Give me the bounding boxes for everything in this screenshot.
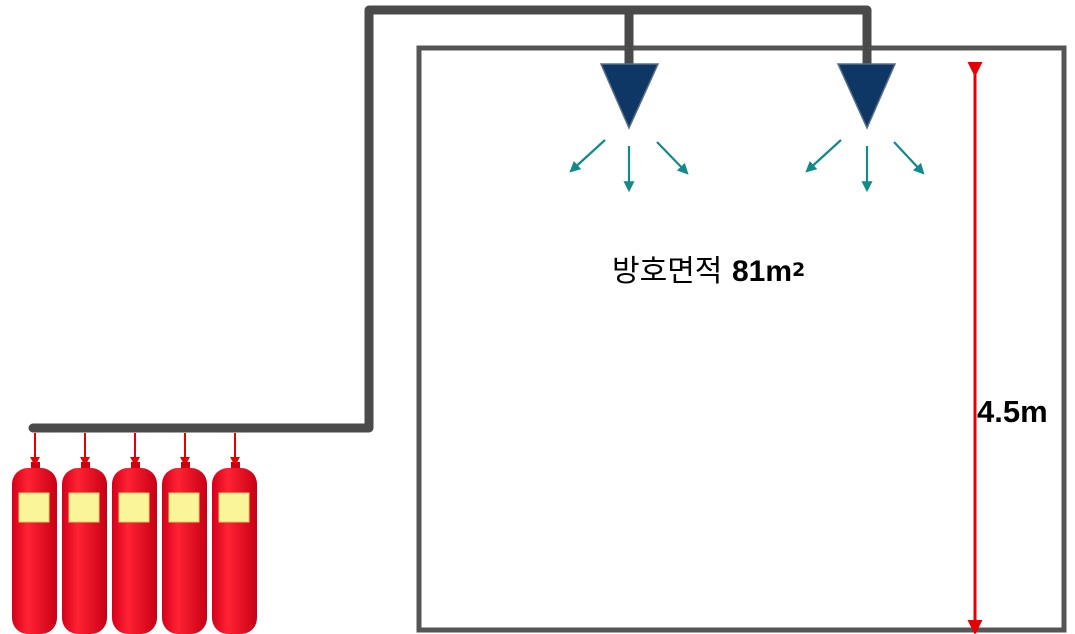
spray-arrow-icon	[805, 139, 842, 173]
gas-cylinder-icon	[212, 433, 257, 634]
area-label-prefix: 방호면적	[612, 254, 723, 289]
nozzle-icon	[599, 63, 660, 130]
area-value: 81m	[731, 255, 792, 288]
area-superscript: 2	[792, 259, 806, 281]
gas-cylinder-icon	[112, 433, 157, 634]
room-height-label: 4.5m	[977, 394, 1048, 429]
pipe-network	[28, 5, 872, 433]
main-pipe	[28, 5, 872, 433]
nozzle-icon	[836, 63, 897, 130]
spray-arrow-icon	[569, 139, 606, 173]
gas-cylinder-icon	[162, 433, 207, 634]
gas-cylinder-icon	[12, 433, 57, 634]
spray-arrow-icon	[656, 141, 689, 175]
nozzle-2	[836, 63, 897, 130]
nozzle-1	[599, 63, 660, 130]
spray-arrow-icon	[893, 141, 925, 175]
spray-arrows	[569, 139, 925, 193]
gas-cylinder-icon	[62, 433, 107, 634]
protected-area-label: 방호면적 81m2	[612, 252, 805, 292]
gas-cylinders	[12, 433, 257, 634]
nozzles	[599, 63, 897, 130]
room-outline	[416, 45, 1067, 633]
